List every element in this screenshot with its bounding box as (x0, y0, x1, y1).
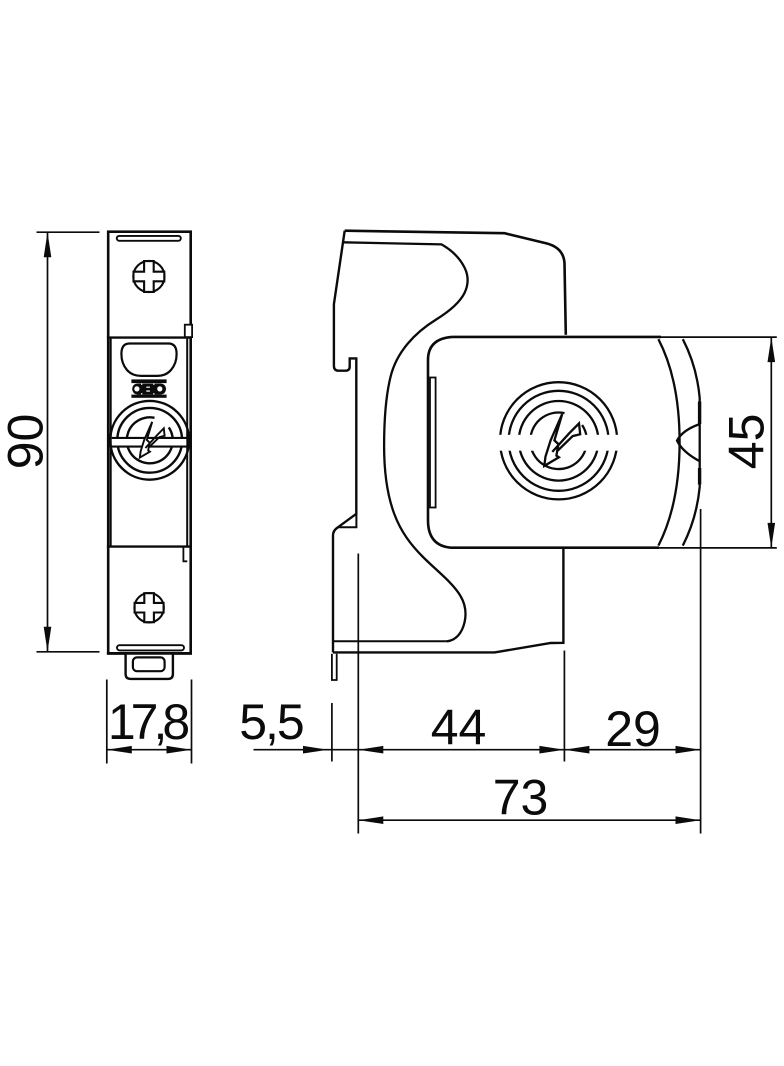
svg-text:90: 90 (0, 414, 53, 470)
svg-text:44: 44 (431, 700, 487, 756)
svg-text:45: 45 (718, 414, 774, 470)
svg-text:5,5: 5,5 (239, 694, 303, 750)
svg-text:17,8: 17,8 (108, 694, 189, 750)
svg-text:29: 29 (605, 701, 661, 757)
svg-text:73: 73 (493, 770, 549, 826)
